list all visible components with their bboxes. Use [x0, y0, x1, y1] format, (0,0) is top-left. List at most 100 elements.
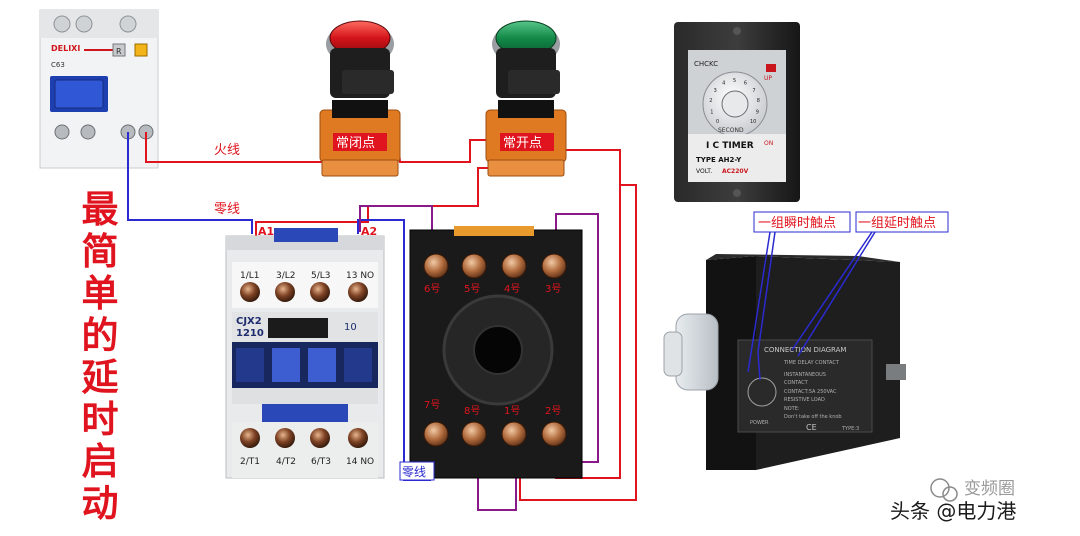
delay-callout-line: [797, 231, 876, 357]
nc-to-no-wire: [397, 139, 494, 163]
delay-contact-label: 一组延时触点: [858, 216, 936, 231]
dial-number: 6: [744, 81, 747, 87]
dial-number: 4: [722, 81, 725, 87]
dial-number: 8: [757, 98, 760, 104]
contactor-model-line2: 1210: [236, 328, 264, 339]
contactor-terminal-bottom-2: 4/T2: [276, 457, 296, 467]
socket-pin-8: 8号: [464, 405, 480, 417]
timer-on-label: ON: [764, 140, 773, 147]
contactor-terminal-bottom-3: 6/T3: [311, 457, 331, 467]
dial-number: 3: [714, 88, 717, 94]
timer-side-line-6: NOTE:: [784, 406, 800, 412]
live-wire: [145, 132, 338, 163]
timer-knob: [721, 90, 749, 118]
socket-screw-2: [541, 421, 567, 447]
delay-callout-line-2: [791, 231, 873, 351]
contactor-terminal-top-3: 5/L3: [311, 271, 331, 281]
title-char: 启: [81, 439, 119, 483]
timer-second-label: SECOND: [718, 127, 744, 134]
toutiao-watermark: 头条 @电力港: [890, 499, 1016, 523]
timer-side-line-3: CONTACT: [784, 380, 809, 386]
instant-callout-line-2: [747, 231, 771, 373]
dial-number: 5: [733, 78, 736, 84]
timer-side-line-7: Don't take off the knob: [784, 414, 842, 420]
timer-side-type: TYPE:3: [841, 426, 859, 432]
socket-screw-6: [423, 253, 449, 279]
circuit-breaker: DELIXI C63 R: [39, 9, 159, 169]
dial-number: 1: [710, 109, 713, 115]
a1-label: A1: [258, 225, 274, 238]
timer-side-line-4: CONTACT:5A 250VAC: [784, 389, 837, 395]
socket-screw-8: [461, 421, 487, 447]
wechat-watermark: 变频圈: [964, 479, 1015, 499]
delay-contact-label-box: [855, 211, 949, 233]
title-char: 的: [81, 313, 119, 357]
timer-up-label: UP: [764, 75, 772, 82]
socket-screw-1: [501, 421, 527, 447]
timer-side-heading: CONNECTION DIAGRAM: [764, 346, 846, 354]
socket-pin-4: 4号: [504, 283, 520, 295]
live-to-timer-wire: [519, 184, 637, 501]
breaker-brand: DELIXI: [51, 44, 80, 53]
contactor-terminal-top-4: 13 NO: [346, 271, 374, 281]
timer-name: I C TIMER: [706, 141, 754, 151]
dial-number: 7: [752, 88, 755, 94]
instant-callout-line: [757, 231, 776, 381]
watermark: [930, 478, 958, 502]
socket-pin-1: 1号: [504, 405, 520, 417]
wechat-icon: [930, 478, 950, 498]
timer-volt-value: AC220V: [722, 168, 749, 175]
timer-front: [674, 22, 800, 202]
contactor-terminal-bottom-1: 2/T1: [240, 457, 260, 467]
socket-screw-4: [501, 253, 527, 279]
neutral-bottom-label: 零线: [402, 465, 426, 479]
contactor: [225, 228, 385, 479]
dial-number: 9: [756, 109, 759, 115]
socket-screw-5: [461, 253, 487, 279]
socket-screw-3: [541, 253, 567, 279]
wechat-icon-inner: [942, 486, 958, 502]
nc-button-label-box: [333, 133, 387, 151]
contactor-aux-no: 10: [344, 322, 357, 333]
live-wire-label: 火线: [214, 143, 240, 158]
neutral-bottom-label-box: [399, 461, 435, 481]
timer-brand: CHCKC: [694, 60, 718, 68]
contactor-terminal-top-1: 1/L1: [240, 271, 260, 281]
no-push-button: [485, 20, 567, 177]
socket-pin-2: 2号: [545, 405, 561, 417]
title-char: 最: [81, 187, 119, 231]
neutral-wire-label: 零线: [214, 202, 240, 217]
relay-socket: [409, 226, 583, 479]
no-button-label-box: [500, 133, 554, 151]
no-button-label: 常开点: [503, 136, 542, 151]
socket-pin-3: 3号: [545, 283, 561, 295]
timer-side-ce: CE: [806, 423, 817, 432]
title-char: 单: [81, 271, 119, 315]
timer-side-line-1: TIME DELAY CONTACT: [783, 360, 840, 366]
a2-label: A2: [361, 225, 377, 238]
pin6-link-wire: [359, 205, 433, 242]
instant-contact-label: 一组瞬时触点: [758, 216, 836, 231]
breaker-model: C63: [51, 61, 65, 69]
timer-side-power: POWER: [750, 420, 769, 426]
nc-button-label: 常闭点: [336, 136, 375, 151]
timer-side: [663, 254, 906, 470]
neutral-wire: [127, 132, 253, 234]
socket-screw-7: [423, 421, 449, 447]
socket-pin-5: 5号: [464, 283, 480, 295]
breaker-screw-2: [80, 124, 96, 140]
nc-push-button: [319, 20, 401, 177]
dial-number: 10: [750, 119, 756, 125]
dial-number: 2: [709, 98, 712, 104]
breaker-screw-1: [54, 124, 70, 140]
contactor-terminal-top-2: 3/L2: [276, 271, 296, 281]
timer-side-line-2: INSTANTANEOUS: [784, 372, 826, 378]
title-char: 简: [81, 229, 119, 273]
title-char: 延: [81, 355, 119, 399]
timer-type: TYPE AH2-Y: [696, 156, 742, 164]
socket-pin-7: 7号: [424, 399, 440, 411]
timer-volt-label: VOLT.: [696, 168, 712, 175]
instant-contact-label-box: [753, 211, 851, 233]
